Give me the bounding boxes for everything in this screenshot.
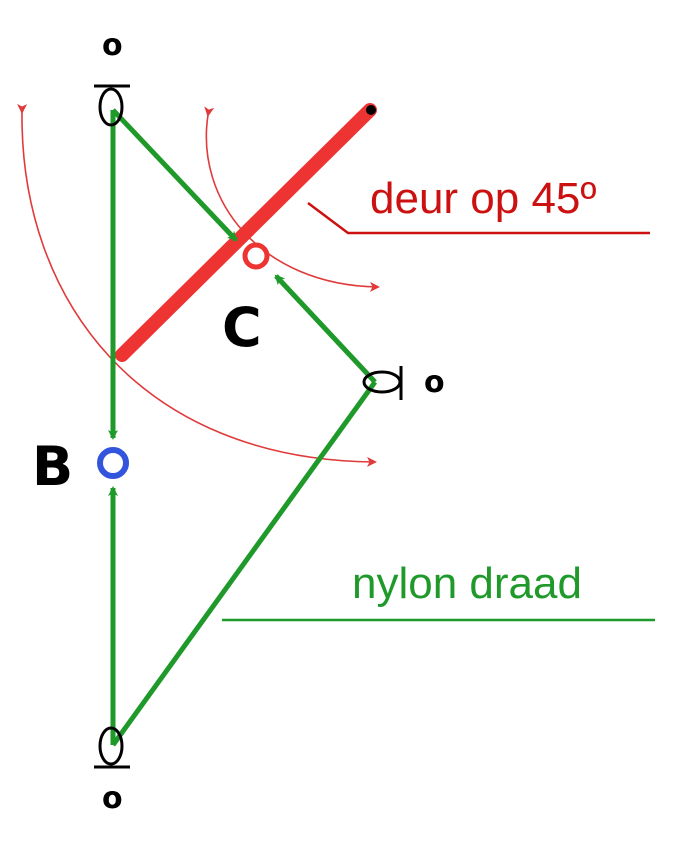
wire-right-to-c	[274, 274, 377, 384]
pulley-top	[94, 84, 130, 127]
point-c-marker	[242, 242, 270, 270]
pulley-top-label: o	[102, 28, 123, 63]
wire-top-to-c	[111, 108, 238, 242]
door-hinge-dot	[366, 105, 376, 115]
swing-arc-inner	[204, 106, 380, 292]
pulley-bottom-label: o	[102, 781, 123, 816]
point-b-marker	[97, 447, 129, 479]
pulley-right-label: o	[424, 365, 445, 400]
wire-note: nylon draad	[352, 559, 582, 608]
swing-arc-outer	[17, 103, 377, 467]
wire-right-to-bottom	[110, 380, 378, 747]
point-b-label: B	[32, 435, 73, 498]
pulley-right	[362, 366, 403, 400]
pulley-bottom	[94, 726, 130, 769]
door-note-leader	[307, 202, 650, 235]
door-bar	[115, 103, 377, 362]
door-note: deur op 45º	[370, 174, 596, 223]
point-c-label: C	[222, 296, 262, 359]
